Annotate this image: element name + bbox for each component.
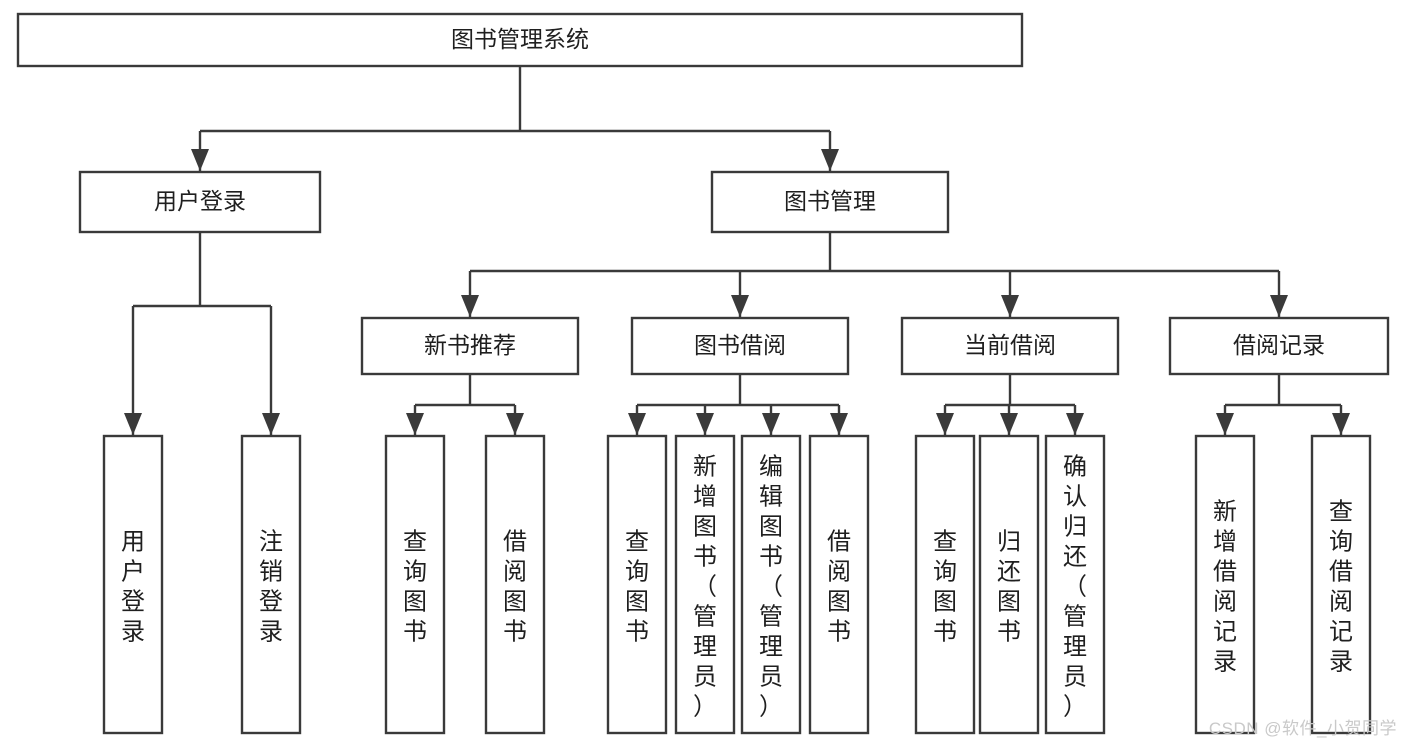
leaf-node-leaf-edit-book-admin[interactable]: 编辑图书（管理员） [740, 434, 802, 735]
node-label-leaf-logout-login: 注销登录 [259, 529, 283, 646]
arrow-into-book-borrow [731, 295, 749, 317]
node-label-leaf-return-book: 归还图书 [997, 529, 1021, 646]
arrow-into-leaf-query-book-current [936, 413, 954, 435]
arrow-into-leaf-edit-book-admin [762, 413, 780, 435]
leaf-node-leaf-logout-login[interactable]: 注销登录 [240, 434, 302, 735]
node-label-leaf-query-book-current: 查询图书 [933, 529, 957, 646]
node-box-root[interactable] [16, 12, 1024, 68]
arrow-into-leaf-return-book [1000, 413, 1018, 435]
arrow-into-leaf-query-book-rec [406, 413, 424, 435]
node-box-leaf-query-book-borrow[interactable] [606, 434, 668, 735]
arrow-into-leaf-borrow-book-rec [506, 413, 524, 435]
node-box-book-manage[interactable] [710, 170, 950, 234]
node-label-leaf-add-borrow-record: 新增借阅记录 [1213, 499, 1237, 676]
leaf-node-leaf-query-book-borrow[interactable]: 查询图书 [606, 434, 668, 735]
node-label-leaf-add-book-admin: 新增图书（管理员） [693, 454, 717, 721]
arrow-into-leaf-confirm-return-admin [1066, 413, 1084, 435]
leaf-node-leaf-query-book-current[interactable]: 查询图书 [914, 434, 976, 735]
node-box-book-borrow[interactable] [630, 316, 850, 376]
node-box-leaf-confirm-return-admin[interactable] [1044, 434, 1106, 735]
node-label-leaf-borrow-book-rec: 借阅图书 [503, 529, 527, 646]
leaf-node-leaf-query-book-rec[interactable]: 查询图书 [384, 434, 446, 735]
node-label-borrow-record: 借阅记录 [1233, 332, 1325, 358]
leaf-node-leaf-query-borrow-record[interactable]: 查询借阅记录 [1310, 434, 1372, 735]
root-node-root[interactable]: 图书管理系统 [16, 12, 1024, 68]
node-box-leaf-query-book-current[interactable] [914, 434, 976, 735]
arrow-into-leaf-add-borrow-record [1216, 413, 1234, 435]
node-box-borrow-record[interactable] [1168, 316, 1390, 376]
node-box-leaf-query-borrow-record[interactable] [1310, 434, 1372, 735]
node-box-leaf-add-borrow-record[interactable] [1194, 434, 1256, 735]
arrow-into-user-login [191, 149, 209, 171]
node-label-new-book-recommend: 新书推荐 [424, 332, 516, 358]
arrow-into-book-manage [821, 149, 839, 171]
node-box-leaf-user-login[interactable] [102, 434, 164, 735]
node-label-leaf-query-book-rec: 查询图书 [403, 529, 427, 646]
node-label-leaf-user-login: 用户登录 [121, 529, 145, 646]
arrow-into-leaf-borrow-book [830, 413, 848, 435]
arrow-into-leaf-query-borrow-record [1332, 413, 1350, 435]
node-label-current-borrow: 当前借阅 [964, 332, 1056, 358]
leaf-node-leaf-user-login[interactable]: 用户登录 [102, 434, 164, 735]
level3-node-book-borrow[interactable]: 图书借阅 [630, 316, 850, 376]
node-box-leaf-query-book-rec[interactable] [384, 434, 446, 735]
node-box-current-borrow[interactable] [900, 316, 1120, 376]
node-box-leaf-logout-login[interactable] [240, 434, 302, 735]
node-label-leaf-query-book-borrow: 查询图书 [625, 529, 649, 646]
node-label-leaf-borrow-book: 借阅图书 [827, 529, 851, 646]
node-label-leaf-edit-book-admin: 编辑图书（管理员） [759, 454, 783, 721]
level2-node-user-login[interactable]: 用户登录 [78, 170, 322, 234]
arrow-into-leaf-logout-login [262, 413, 280, 435]
level3-node-current-borrow[interactable]: 当前借阅 [900, 316, 1120, 376]
node-label-user-login: 用户登录 [154, 188, 246, 214]
leaf-node-leaf-add-book-admin[interactable]: 新增图书（管理员） [674, 434, 736, 735]
node-box-leaf-edit-book-admin[interactable] [740, 434, 802, 735]
leaf-node-leaf-return-book[interactable]: 归还图书 [978, 434, 1040, 735]
node-box-leaf-borrow-book[interactable] [808, 434, 870, 735]
arrow-into-new-book-recommend [461, 295, 479, 317]
node-label-leaf-query-borrow-record: 查询借阅记录 [1329, 499, 1353, 676]
node-box-new-book-recommend[interactable] [360, 316, 580, 376]
arrow-into-borrow-record [1270, 295, 1288, 317]
arrow-into-leaf-add-book-admin [696, 413, 714, 435]
node-label-root: 图书管理系统 [451, 26, 589, 52]
arrow-into-leaf-query-book-borrow [628, 413, 646, 435]
leaf-node-leaf-add-borrow-record[interactable]: 新增借阅记录 [1194, 434, 1256, 735]
node-box-leaf-borrow-book-rec[interactable] [484, 434, 546, 735]
level2-node-book-manage[interactable]: 图书管理 [710, 170, 950, 234]
leaf-node-leaf-borrow-book-rec[interactable]: 借阅图书 [484, 434, 546, 735]
node-boxes-layer: 图书管理系统用户登录图书管理新书推荐图书借阅当前借阅借阅记录用户登录注销登录查询… [16, 12, 1390, 735]
connector-edges-layer [124, 66, 1350, 435]
arrow-into-leaf-user-login [124, 413, 142, 435]
watermark-label: CSDN @软件_小贺同学 [1208, 719, 1397, 738]
node-box-leaf-return-book[interactable] [978, 434, 1040, 735]
node-label-book-borrow: 图书借阅 [694, 332, 786, 358]
node-box-leaf-add-book-admin[interactable] [674, 434, 736, 735]
level3-node-new-book-recommend[interactable]: 新书推荐 [360, 316, 580, 376]
node-label-book-manage: 图书管理 [784, 188, 876, 214]
arrow-into-current-borrow [1001, 295, 1019, 317]
node-label-leaf-confirm-return-admin: 确认归还（管理员） [1063, 454, 1087, 721]
node-box-user-login[interactable] [78, 170, 322, 234]
level3-node-borrow-record[interactable]: 借阅记录 [1168, 316, 1390, 376]
leaf-node-leaf-borrow-book[interactable]: 借阅图书 [808, 434, 870, 735]
leaf-node-leaf-confirm-return-admin[interactable]: 确认归还（管理员） [1044, 434, 1106, 735]
